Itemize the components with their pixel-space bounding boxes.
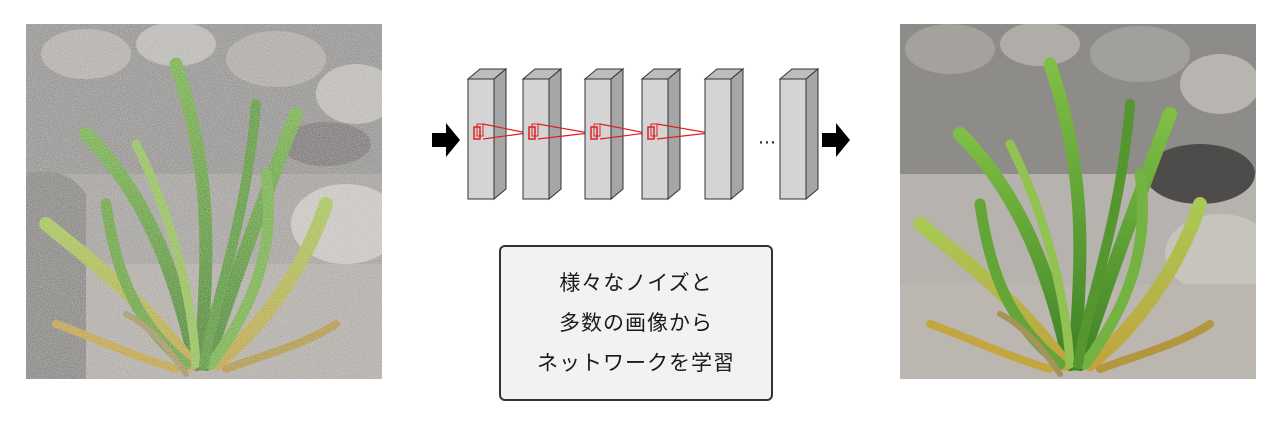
network-layer bbox=[778, 67, 820, 201]
noisy-plant-photo-icon bbox=[26, 24, 382, 379]
caption-box: 様々なノイズと 多数の画像から ネットワークを学習 bbox=[499, 245, 773, 401]
caption-line-3: ネットワークを学習 bbox=[537, 351, 735, 375]
denoised-plant-photo-icon bbox=[900, 24, 1256, 379]
network-layer bbox=[640, 67, 710, 201]
network-layer bbox=[703, 67, 745, 201]
network-layer bbox=[583, 67, 647, 201]
kernel-mark-icon bbox=[647, 123, 710, 140]
kernel-mark-icon bbox=[590, 123, 647, 140]
network-layer bbox=[521, 67, 590, 201]
neural-network-diagram: ⋯ bbox=[432, 67, 850, 201]
output-arrow-icon bbox=[822, 123, 850, 157]
kernel-mark-icon bbox=[528, 123, 590, 140]
layer-ellipsis: ⋯ bbox=[758, 132, 776, 153]
input-arrow-icon bbox=[432, 123, 460, 157]
noisy-plant-photo bbox=[26, 24, 382, 379]
kernel-mark-icon bbox=[473, 123, 528, 140]
caption-line-2: 多数の画像から bbox=[559, 311, 713, 335]
network-layer bbox=[466, 67, 528, 201]
caption-line-1: 様々なノイズと bbox=[559, 271, 713, 295]
denoised-plant-photo bbox=[900, 24, 1256, 379]
